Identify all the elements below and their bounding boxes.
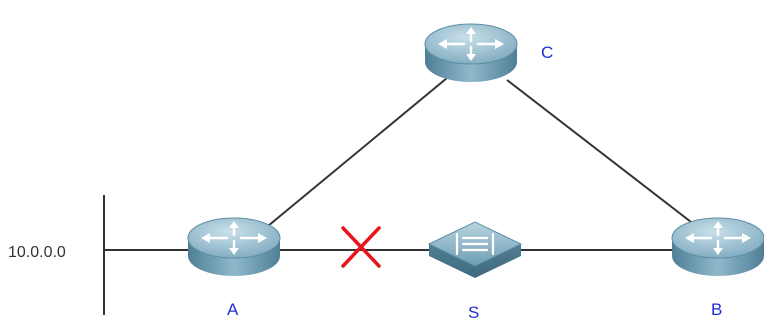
switch-icon (427, 221, 523, 278)
router-c[interactable] (423, 22, 519, 84)
link-failure-x-icon (341, 226, 381, 268)
router-icon (186, 216, 282, 278)
node-label-b: B (711, 300, 722, 319)
router-b[interactable] (670, 216, 764, 278)
link-a-c (267, 77, 448, 227)
node-label-s: S (468, 303, 479, 320)
router-icon (423, 22, 519, 84)
node-label-c: C (541, 43, 553, 62)
router-a[interactable] (186, 216, 282, 278)
network-label: 10.0.0.0 (8, 244, 66, 261)
node-label-a: A (227, 300, 239, 319)
router-icon (670, 216, 764, 278)
switch-s[interactable] (427, 221, 523, 278)
link-c-b (506, 79, 705, 233)
